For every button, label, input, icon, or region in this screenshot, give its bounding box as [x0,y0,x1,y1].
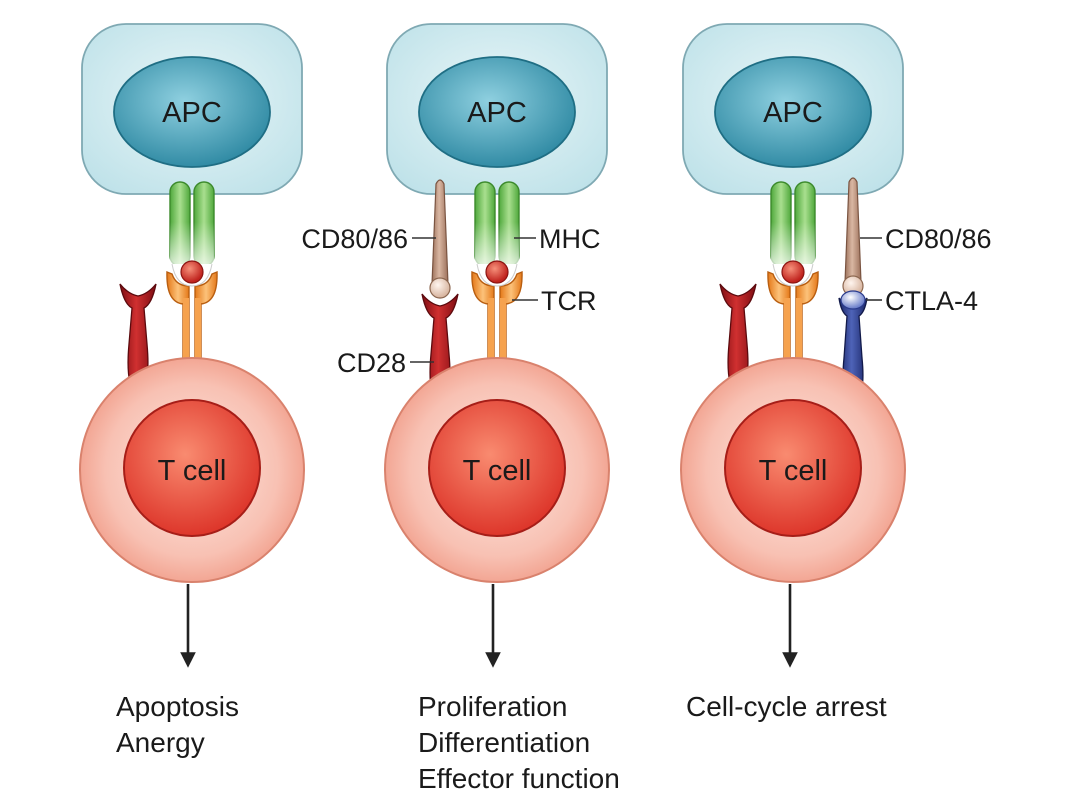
tcr-label: TCR [541,286,597,316]
mhc-label: MHC [539,224,601,254]
panel-1: APC T cell Apoptosis Anergy [79,23,305,758]
outcome-line-3: Effector function [418,763,620,794]
t-cell: T cell [384,357,610,583]
apc-label: APC [763,97,823,129]
apc-label: APC [162,97,222,129]
ctla4-label: CTLA-4 [885,286,978,316]
outcome-line-2: Anergy [116,727,205,758]
cd80-86-ligand [429,179,451,299]
outcome-line-1: Apoptosis [116,691,239,722]
apc-cell: APC [81,23,303,195]
apc-cell: APC [386,23,608,195]
cd80-86-label: CD80/86 [301,224,408,254]
outcome-line-1: Cell-cycle arrest [686,691,887,722]
panel-3: APC T cell CD80/86 CTLA-4 Cell-cycle arr… [680,23,992,722]
t-cell-label: T cell [759,455,828,487]
panel-2: APC T cell CD80/86 MHC TCR CD28 Prolifer… [301,23,620,794]
outcome-line-1: Proliferation [418,691,567,722]
cd80-86-label: CD80/86 [885,224,992,254]
outcome-line-2: Differentiation [418,727,590,758]
t-cell-label: T cell [463,455,532,487]
cd80-86-ligand [842,177,864,297]
t-cell: T cell [680,357,906,583]
apc-cell: APC [682,23,904,195]
t-cell-label: T cell [158,455,227,487]
ctla4-receptor [838,290,868,407]
cd28-label: CD28 [337,348,406,378]
apc-label: APC [467,97,527,129]
t-cell: T cell [79,357,305,583]
